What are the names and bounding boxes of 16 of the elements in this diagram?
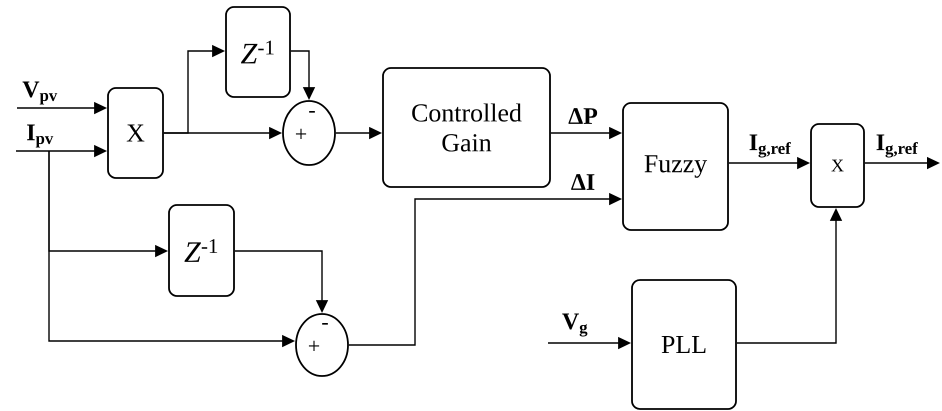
edge-label: I$_{pv}$ [27,124,54,148]
pll-box: PLL [631,279,737,410]
fuzzy-box: Fuzzy [622,102,729,231]
edge-label: ΔI [571,174,594,190]
multiplier-box: X [810,123,865,208]
edge-label: I$_{g,ref}$ [876,134,918,158]
gain-box: Controlled Gain [382,67,551,188]
delay-box: Z$^{-1}$ [225,6,291,98]
edge-label: I$_{g,ref}$ [750,134,791,158]
edge-label: V$_{g}$ [562,313,588,337]
summing-junction: - + [295,313,349,377]
summing-junction: - + [282,100,336,166]
delay-box: Z$^{-1}$ [168,204,235,297]
multiplier-box: X [107,87,164,179]
edge-label: V$_{pv}$ [22,82,58,104]
edge-label: ΔP [568,108,598,124]
